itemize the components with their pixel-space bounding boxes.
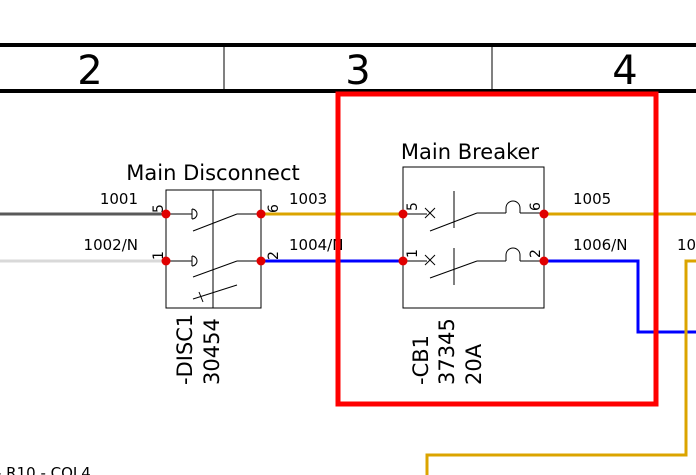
column-header: 2 3 4 (0, 43, 696, 94)
breaker-pin-1: 1 (405, 249, 421, 258)
wire-label-10xx: 10 (677, 236, 696, 254)
disconnect-pin-6: 6 (266, 204, 282, 213)
terminal-dot[interactable] (161, 209, 171, 219)
disconnect-part-number: 30454 (200, 318, 224, 385)
disconnect-pin-5: 5 (151, 204, 167, 213)
disconnect-title: Main Disconnect (126, 161, 299, 185)
column-number-3: 3 (345, 48, 370, 94)
column-number-2: 2 (77, 48, 102, 94)
breaker-pin-6: 6 (528, 202, 544, 211)
breaker-title: Main Breaker (401, 140, 540, 164)
wire-label-1002-n: 1002/N (84, 236, 138, 254)
breaker-rating: 20A (462, 343, 486, 385)
breaker-contact-top (403, 191, 544, 232)
wire-label-1005: 1005 (573, 190, 611, 208)
wire-label-1006-n: 1006/N (573, 236, 627, 254)
wire-label-1001: 1001 (100, 190, 138, 208)
column-number-4: 4 (612, 48, 637, 94)
terminal-dot[interactable] (539, 209, 549, 219)
disconnect-aux-contact (192, 284, 238, 303)
selection-highlight-box (335, 91, 659, 407)
breaker-box (402, 166, 545, 309)
breaker-part-number: 37345 (435, 318, 459, 385)
terminal-dot[interactable] (539, 256, 549, 266)
cross-reference-label: - R10 - COL4 (0, 464, 91, 475)
wire-10xx[interactable] (425, 259, 696, 475)
disconnect-tag: -DISC1 (173, 314, 197, 385)
disconnect-pin-2: 2 (266, 251, 282, 260)
terminal-dot[interactable] (256, 256, 266, 266)
breaker-pin-2: 2 (528, 249, 544, 258)
disconnect-pin-1: 1 (151, 251, 167, 260)
wire-label-1003: 1003 (289, 190, 327, 208)
main-breaker[interactable]: Main Breaker 5 1 6 2 -C (398, 140, 549, 385)
breaker-pin-5: 5 (405, 202, 421, 211)
breaker-contact-bottom (403, 247, 544, 285)
wire-1006-n[interactable] (544, 259, 696, 334)
breaker-tag: -CB1 (409, 335, 433, 385)
main-disconnect[interactable]: Main Disconnect 5 1 6 2 -DISC1 3 (126, 161, 299, 385)
terminal-dot[interactable] (256, 209, 266, 219)
terminal-dot[interactable] (398, 209, 408, 219)
terminal-dot[interactable] (161, 256, 171, 266)
wire-label-1004-n: 1004/N (289, 236, 343, 254)
terminal-dot[interactable] (398, 256, 408, 266)
